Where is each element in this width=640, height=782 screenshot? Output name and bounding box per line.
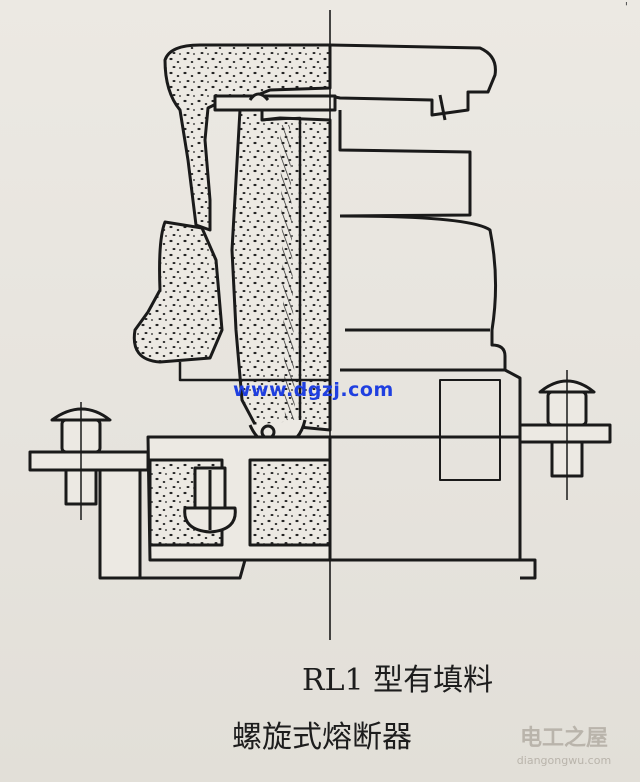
site-logo: 电工之屋 diangongwu.com xyxy=(498,724,630,776)
cap-outline xyxy=(329,43,497,117)
cap-section xyxy=(163,43,332,232)
watermark-text: www.dgzj.com xyxy=(233,379,394,401)
side-clip xyxy=(132,220,224,364)
caption-line-2: 螺旋式熔断器 xyxy=(232,720,412,755)
logo-url: diangongwu.com xyxy=(516,754,612,767)
corner-mark: ' xyxy=(624,0,628,14)
left-terminal xyxy=(28,450,150,472)
logo-title: 电工之屋 xyxy=(519,726,608,751)
body-outline xyxy=(338,110,472,218)
caption-line-1: RL1 型有填料 xyxy=(302,663,494,698)
ring xyxy=(213,94,337,112)
right-terminal xyxy=(518,423,612,444)
